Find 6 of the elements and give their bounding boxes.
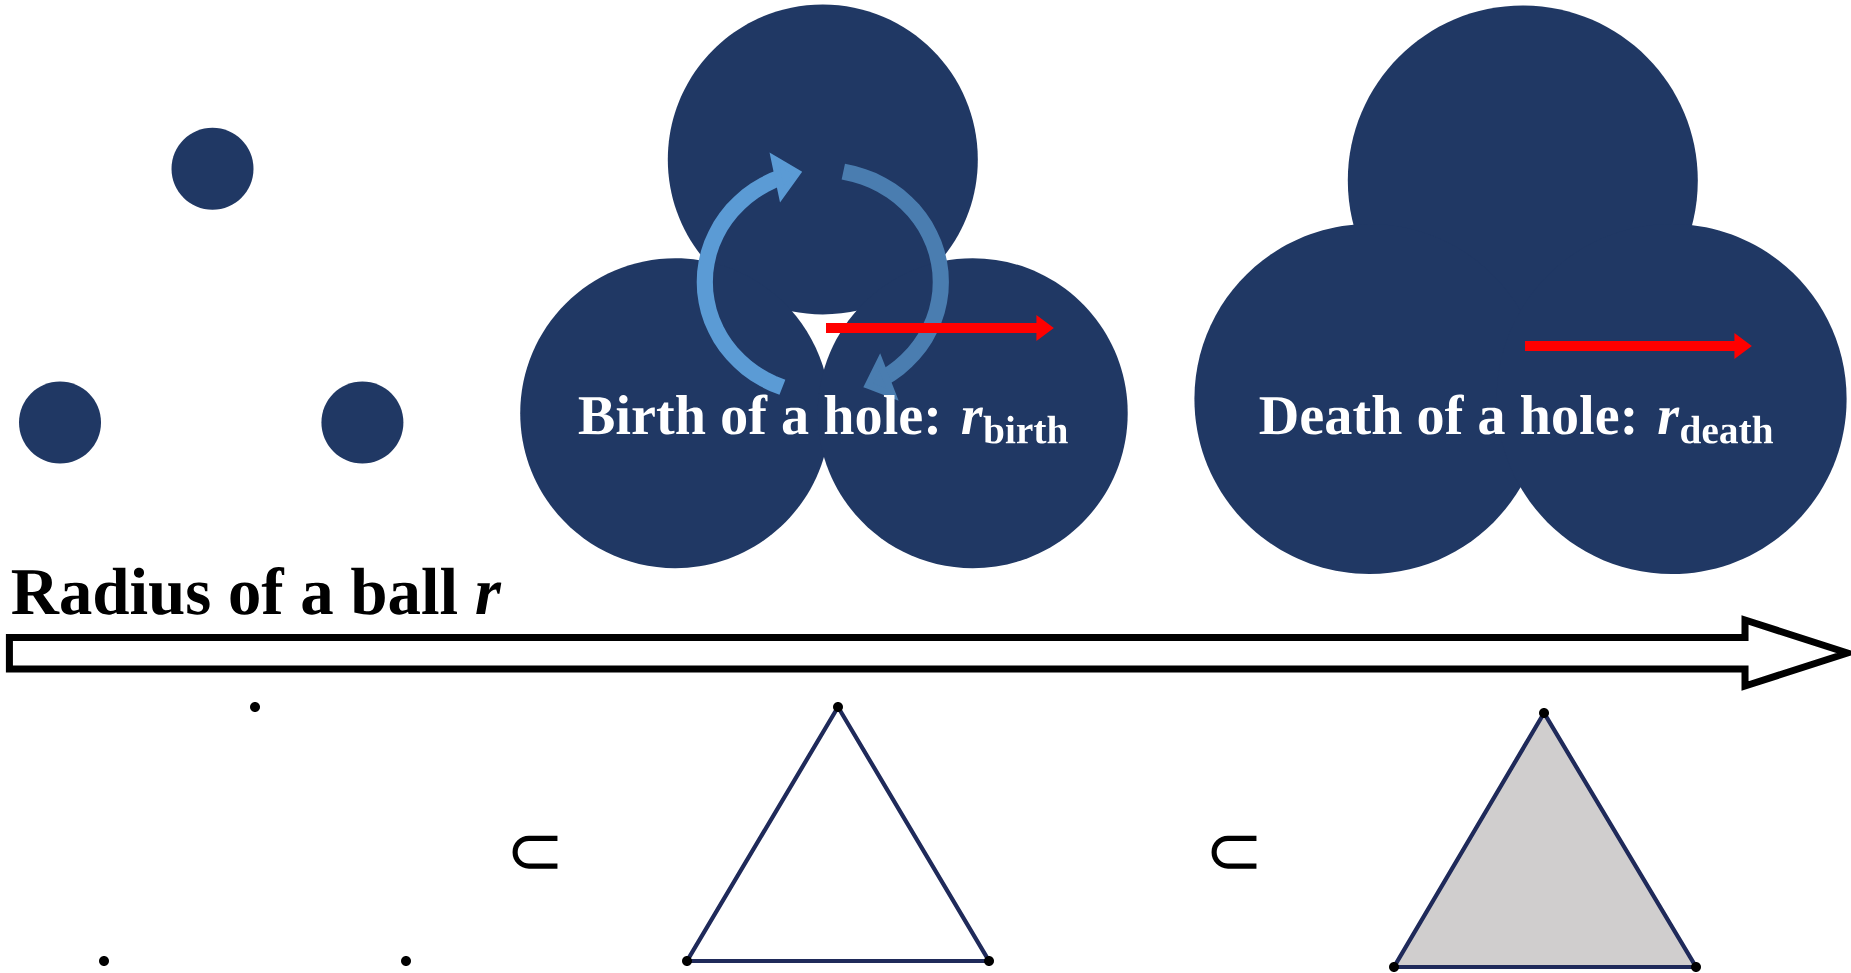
- subset-symbol: ⊂: [512, 835, 558, 869]
- ball-cluster: Birth of a hole: r$_{birth}$: [520, 4, 1128, 569]
- subset-symbol: ⊂: [1211, 835, 1257, 869]
- node-label: Death of a hole: r$_{death}$: [1259, 394, 1773, 444]
- axis-label: Radius of a ball r: [11, 566, 502, 615]
- ball-cluster: Death of a hole: r$_{death}$: [1194, 5, 1847, 574]
